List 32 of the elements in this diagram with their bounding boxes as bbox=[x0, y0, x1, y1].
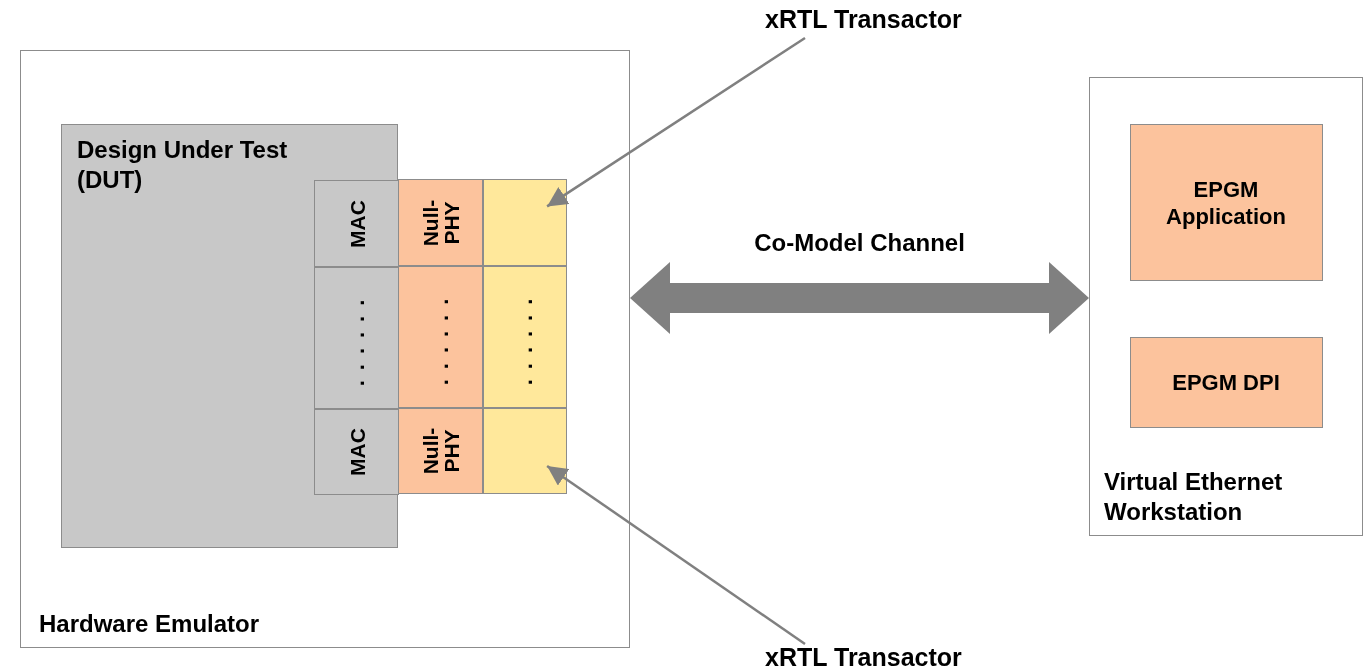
cell-label: Null-PHY bbox=[419, 426, 462, 477]
leader-arrow bbox=[546, 464, 806, 646]
ellipsis-text: ...... bbox=[345, 289, 368, 387]
block-label: EPGM DPI bbox=[1171, 368, 1281, 397]
callout-label: xRTL Transactor bbox=[765, 642, 962, 670]
double-arrow bbox=[630, 262, 1089, 334]
null-phy-cell bbox=[398, 266, 483, 408]
transactor-cell bbox=[483, 179, 567, 266]
frame-label: Virtual Ethernet Workstation bbox=[1104, 467, 1284, 527]
null-phy-cell bbox=[398, 179, 483, 266]
dut-block bbox=[61, 124, 398, 548]
cell-label: MAC bbox=[346, 428, 367, 476]
mac-cell bbox=[314, 267, 399, 409]
mac-cell bbox=[314, 180, 399, 267]
leader-arrow bbox=[546, 36, 806, 208]
callout-label: xRTL Transactor bbox=[765, 4, 962, 35]
ellipsis-text: ...... bbox=[429, 288, 452, 386]
transactor-cell bbox=[483, 266, 567, 408]
ellipsis-text: ...... bbox=[514, 288, 536, 386]
emulator-frame bbox=[20, 50, 630, 648]
software-block bbox=[1130, 124, 1323, 281]
software-block bbox=[1130, 337, 1323, 428]
block-label: EPGM Application bbox=[1165, 175, 1287, 230]
cell-label: MAC bbox=[346, 199, 367, 248]
null-phy-cell bbox=[398, 408, 483, 494]
edge-label: Co-Model Channel bbox=[753, 228, 966, 258]
transactor-cell bbox=[483, 408, 567, 494]
frame-label: Hardware Emulator bbox=[39, 609, 261, 639]
workstation-frame bbox=[1089, 77, 1363, 536]
mac-cell bbox=[314, 409, 399, 495]
block-label: Design Under Test (DUT) bbox=[77, 135, 289, 195]
cell-label: Null-PHY bbox=[419, 198, 462, 248]
